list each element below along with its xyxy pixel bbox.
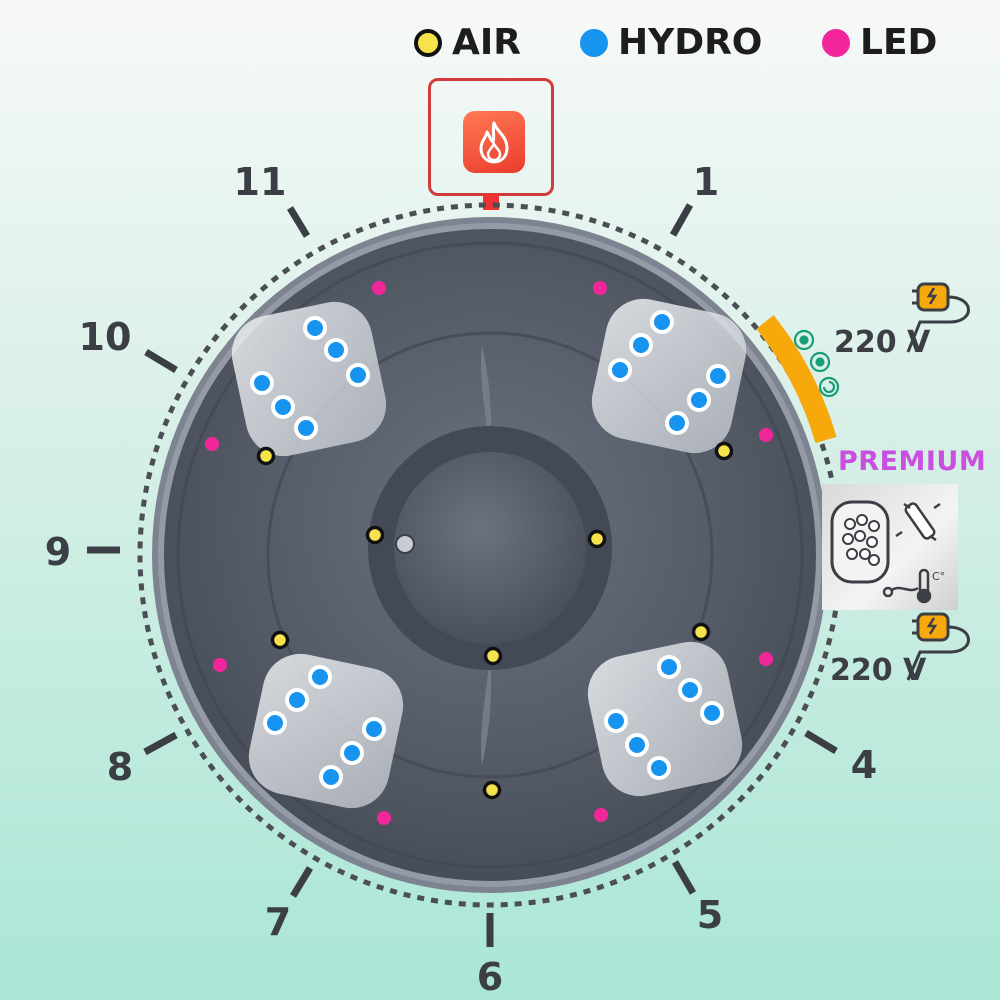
air-jet [482, 780, 502, 800]
hydro-jet [294, 416, 318, 440]
air-jet [587, 529, 607, 549]
led-light [593, 281, 607, 295]
hydro-jet [650, 310, 674, 334]
air-jet [483, 646, 503, 666]
hydro-jet [319, 765, 343, 789]
led-light [205, 437, 219, 451]
hydro-jet [700, 701, 724, 725]
hydro-jet [250, 371, 274, 395]
hydro-jet [308, 665, 332, 689]
filter-cartridge-icon [830, 500, 890, 584]
premium-panel: C° [822, 484, 958, 610]
plug-icon-top [906, 282, 970, 353]
air-jet [270, 630, 290, 650]
plug-icon-bottom [906, 612, 970, 681]
legend-led: LED [822, 22, 937, 63]
hydro-jet [285, 688, 309, 712]
air-dot-icon [414, 28, 442, 57]
voltage-label-bottom: 220 V [830, 653, 927, 688]
control-panel-arc [756, 315, 837, 444]
air-jet [256, 446, 276, 466]
led-light [377, 811, 391, 825]
hydro-jet [263, 711, 287, 735]
hydro-jet [629, 333, 653, 357]
hydro-jet [604, 709, 628, 733]
clock-number-4: 4 [850, 743, 878, 787]
tick-1 [669, 203, 694, 237]
led-dot-icon [822, 28, 850, 57]
air-jets [256, 441, 734, 800]
air-jet [691, 622, 711, 642]
clock-number-8: 8 [106, 745, 134, 789]
hydro-jet [362, 717, 386, 741]
clock-ticks [87, 203, 838, 947]
led-light [759, 428, 773, 442]
voltage-label-top: 220 V [834, 325, 931, 360]
tick-5 [671, 860, 697, 895]
legend-air: AIR [414, 22, 521, 63]
clock-number-9: 9 [44, 530, 72, 574]
legend-hydro-label: HYDRO [618, 22, 763, 63]
clock-number-1: 1 [692, 160, 720, 204]
circulation-pump-icon [793, 329, 840, 398]
legend-air-label: AIR [452, 22, 521, 63]
led-light [372, 281, 386, 295]
hydro-jet [706, 364, 730, 388]
hydro-jet [346, 363, 370, 387]
hydro-jet [625, 733, 649, 757]
seat-bottom-right [587, 641, 743, 797]
hydro-dot-icon [580, 28, 608, 57]
legend: AIR HYDRO LED [0, 22, 1000, 72]
hydro-jet [687, 388, 711, 412]
legend-led-label: LED [860, 22, 938, 63]
hydro-jet [678, 678, 702, 702]
tick-4 [804, 729, 838, 755]
seat-top-left [231, 301, 387, 457]
clock-number-6: 6 [476, 955, 504, 999]
tick-10 [144, 348, 178, 374]
clock-number-10: 10 [78, 315, 132, 359]
led-light [213, 658, 227, 672]
tick-11 [287, 206, 310, 238]
air-jet [714, 441, 734, 461]
led-lights [205, 281, 773, 825]
seat-top-right [591, 298, 747, 454]
clock-number-11: 11 [233, 160, 287, 204]
air-jet [365, 525, 385, 545]
hydro-jet [608, 358, 632, 382]
svg-text:C°: C° [932, 570, 945, 583]
hydro-jet [303, 316, 327, 340]
seat-bottom-left [248, 653, 404, 809]
hydro-jets [250, 310, 730, 789]
footwell-ring [266, 331, 714, 779]
hydro-jet [271, 395, 295, 419]
hydro-jet [647, 756, 671, 780]
legend-hydro: HYDRO [580, 22, 762, 63]
led-light [759, 652, 773, 666]
center-drain [394, 452, 586, 644]
hydro-jet [324, 338, 348, 362]
led-light [594, 808, 608, 822]
clock-number-5: 5 [696, 893, 724, 937]
hydro-jet [657, 655, 681, 679]
clock-number-7: 7 [264, 900, 292, 944]
flame-icon [463, 111, 525, 173]
tick-7 [290, 866, 313, 898]
thermometer-icon: C° [882, 568, 945, 604]
hydro-jet [340, 741, 364, 765]
uv-lamp-icon [895, 502, 941, 542]
premium-label: PREMIUM [838, 446, 987, 477]
drain-valve [395, 534, 415, 554]
hydro-jet [665, 411, 689, 435]
tick-8 [143, 731, 178, 756]
